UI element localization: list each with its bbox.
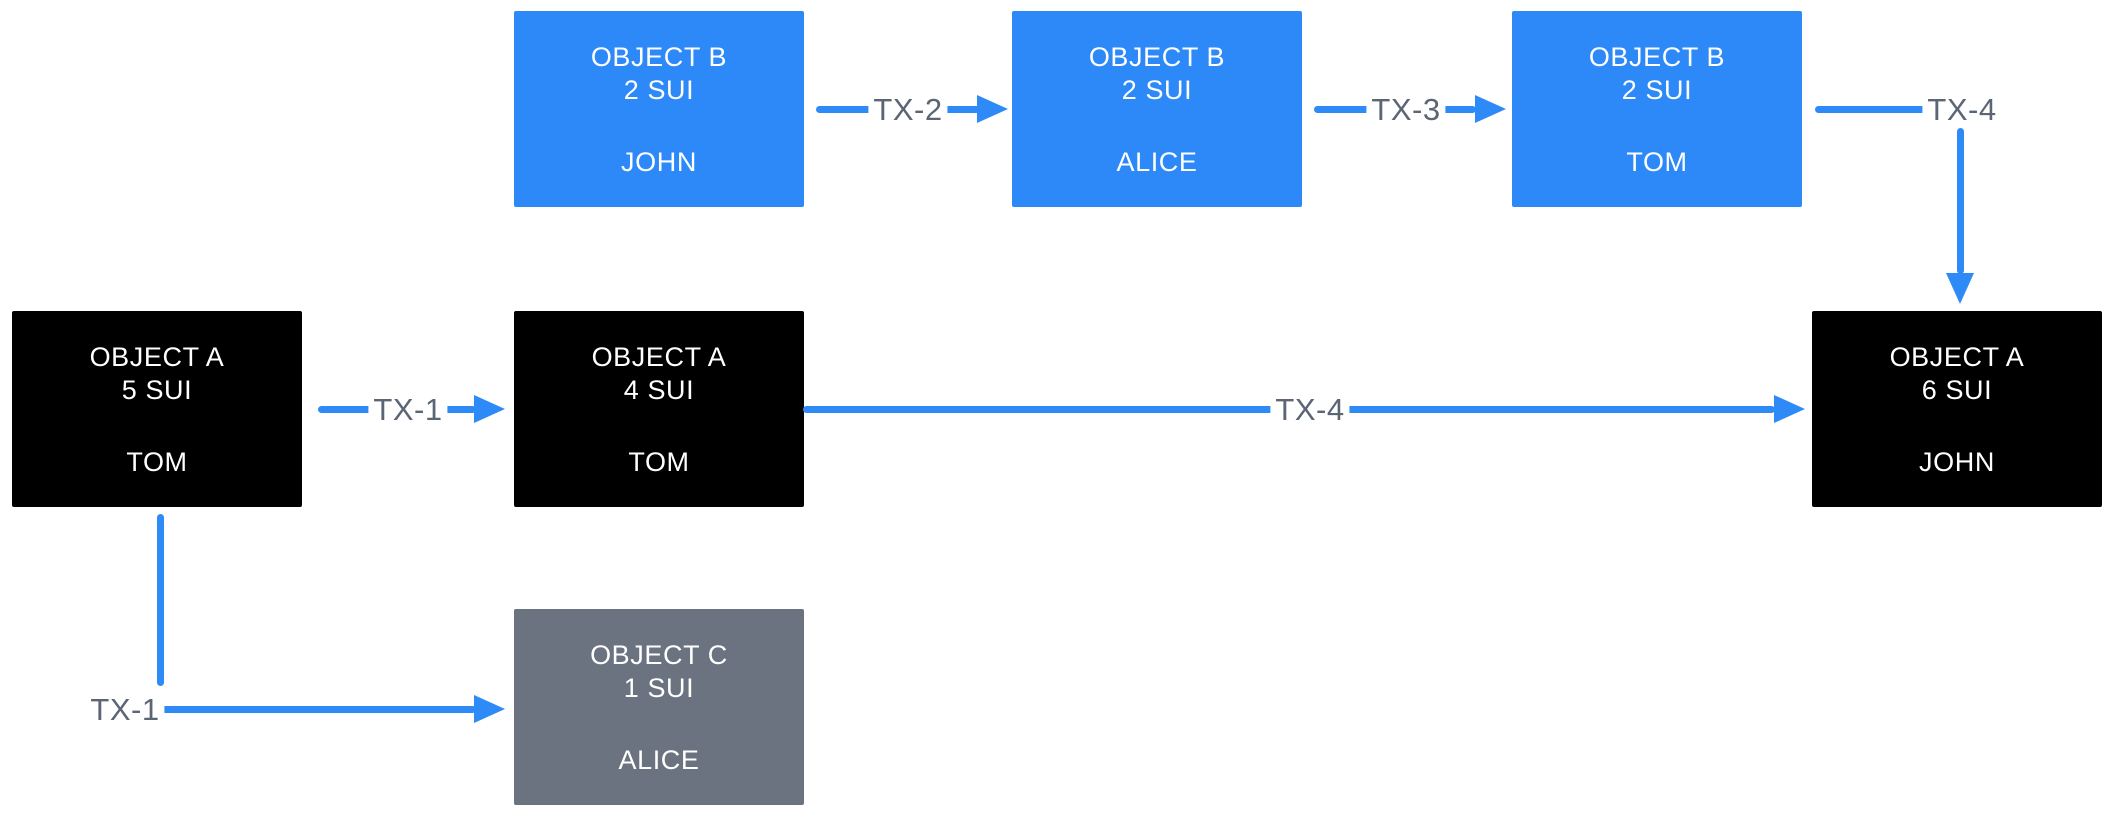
node-amount: 6 SUI — [1921, 375, 1993, 405]
node-owner: ALICE — [1116, 147, 1198, 177]
node-owner: TOM — [126, 447, 188, 477]
node-object-c-alice: OBJECT C 1 SUI ALICE — [514, 609, 804, 805]
node-amount: 5 SUI — [121, 375, 193, 405]
edge-tx1-bottom-hline — [160, 706, 476, 713]
node-title: OBJECT A — [89, 342, 225, 372]
edge-tx3-arrowhead-icon — [1475, 95, 1506, 123]
node-owner: TOM — [628, 447, 690, 477]
node-title: OBJECT C — [590, 640, 728, 670]
node-owner: JOHN — [1919, 447, 1995, 477]
edge-tx1-mid-label: TX-1 — [368, 392, 448, 428]
node-amount: 2 SUI — [1621, 75, 1693, 105]
node-title: OBJECT A — [1889, 342, 2025, 372]
node-object-a-6-john: OBJECT A 6 SUI JOHN — [1812, 311, 2102, 507]
edge-tx3-label: TX-3 — [1366, 92, 1446, 128]
node-title: OBJECT A — [591, 342, 727, 372]
node-owner: ALICE — [618, 745, 700, 775]
edge-tx4-top-label: TX-4 — [1922, 92, 2002, 128]
edge-tx1-bottom-vline — [157, 514, 164, 686]
node-title: OBJECT B — [1588, 42, 1726, 72]
node-owner: TOM — [1626, 147, 1688, 177]
node-owner: JOHN — [621, 147, 697, 177]
edge-tx1-mid-arrowhead-icon — [474, 395, 505, 423]
node-amount: 4 SUI — [623, 375, 695, 405]
node-amount: 2 SUI — [1121, 75, 1193, 105]
edge-tx1-bottom-label: TX-1 — [85, 692, 165, 728]
edge-tx4-top-hline — [1815, 106, 1933, 113]
node-title: OBJECT B — [590, 42, 728, 72]
node-object-b-john: OBJECT B 2 SUI JOHN — [514, 11, 804, 207]
node-object-b-alice: OBJECT B 2 SUI ALICE — [1012, 11, 1302, 207]
node-object-b-tom: OBJECT B 2 SUI TOM — [1512, 11, 1802, 207]
node-object-a-4-tom: OBJECT A 4 SUI TOM — [514, 311, 804, 507]
node-amount: 1 SUI — [623, 673, 695, 703]
node-amount: 2 SUI — [623, 75, 695, 105]
edge-tx2-label: TX-2 — [868, 92, 948, 128]
node-title: OBJECT B — [1088, 42, 1226, 72]
edge-tx4-long-arrowhead-icon — [1774, 395, 1805, 423]
edge-tx4-long-label: TX-4 — [1270, 392, 1350, 428]
edge-tx2-arrowhead-icon — [977, 95, 1008, 123]
node-object-a-5-tom: OBJECT A 5 SUI TOM — [12, 311, 302, 507]
edge-tx4-top-vline — [1957, 128, 1964, 274]
edge-tx4-top-arrowhead-icon — [1946, 273, 1974, 304]
edge-tx1-bottom-arrowhead-icon — [474, 695, 505, 723]
